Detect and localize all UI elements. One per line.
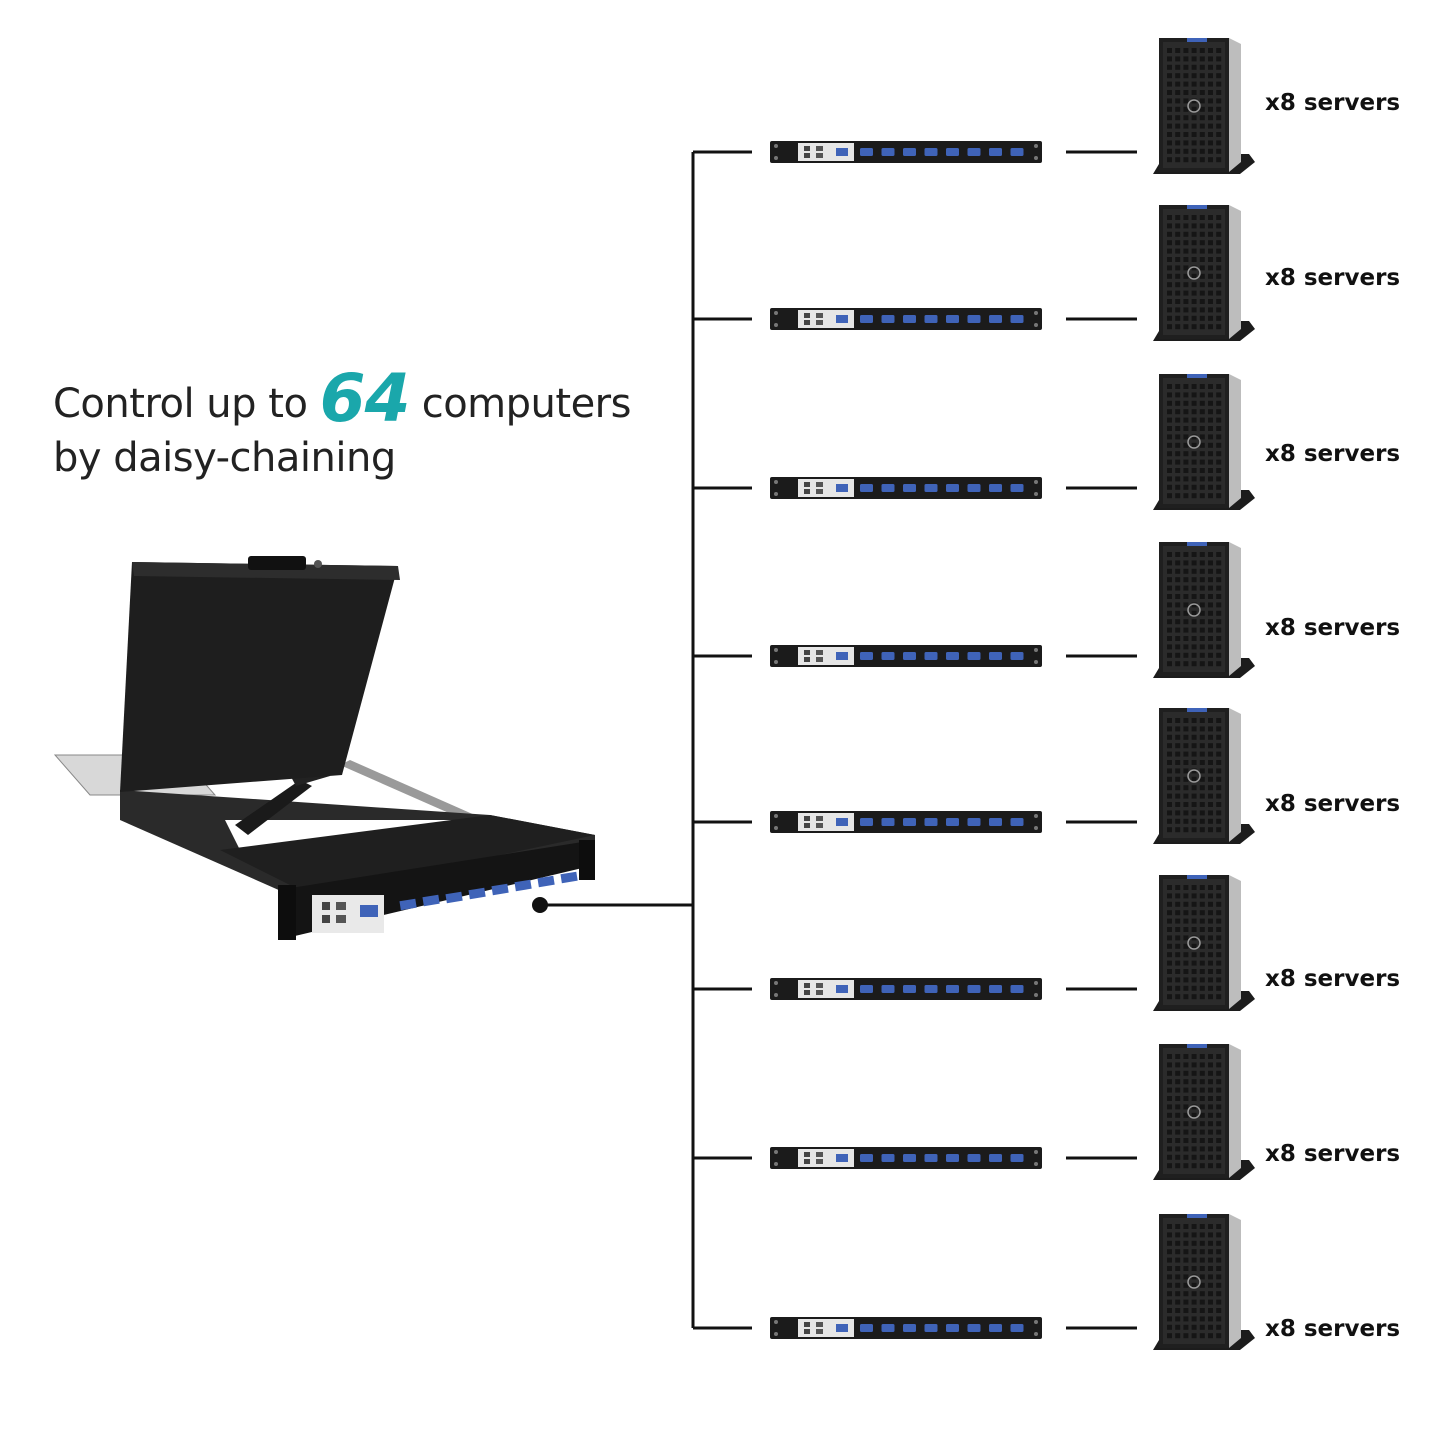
server-tower-icon [1153,1214,1255,1350]
kvm-switch-icon [770,978,1042,1000]
server-tower-icon [1153,708,1255,844]
headline-line-2: by daisy-chaining [53,435,396,481]
branch-label: x8 servers [1265,966,1401,992]
headline-count: 64 [319,360,411,437]
kvm-switch-icon [770,141,1042,163]
kvm-switch-icon [770,1317,1042,1339]
server-tower-icon [1153,542,1255,678]
server-tower-icon [1153,205,1255,341]
kvm-switch-icon [770,645,1042,667]
branch-label: x8 servers [1265,615,1401,641]
headline-line-1: Control up to 64 computers [53,366,632,432]
headline: Control up to 64 computers by daisy-chai… [53,366,632,485]
headline-prefix: Control up to [53,381,308,427]
branch-label: x8 servers [1265,791,1401,817]
branch-label: x8 servers [1265,1141,1401,1167]
kvm-switch-icon [770,811,1042,833]
branch-label: x8 servers [1265,1316,1401,1342]
kvm-switch-icon [770,477,1042,499]
lcd-kvm-console-icon [53,556,595,940]
headline-suffix: computers [421,381,632,427]
branch-label: x8 servers [1265,265,1401,291]
branch-label: x8 servers [1265,441,1401,467]
server-tower-icon [1153,1044,1255,1180]
server-tower-icon [1153,875,1255,1011]
kvm-switch-icon [770,308,1042,330]
kvm-switch-icon [770,1147,1042,1169]
server-tower-icon [1153,374,1255,510]
branch-label: x8 servers [1265,90,1401,116]
server-tower-icon [1153,38,1255,174]
